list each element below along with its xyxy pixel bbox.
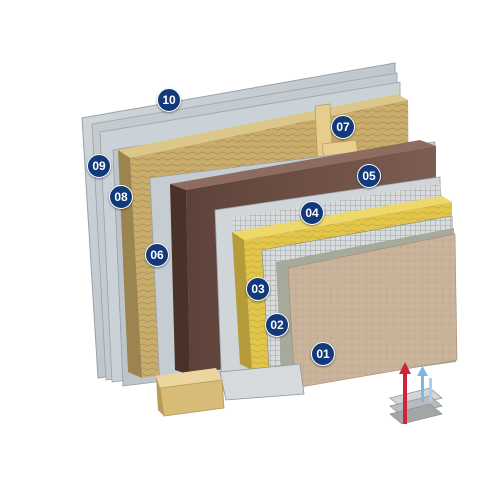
callout-02: 02 bbox=[265, 313, 289, 337]
callout-03: 03 bbox=[246, 277, 270, 301]
callout-01: 01 bbox=[311, 342, 335, 366]
callout-09: 09 bbox=[87, 154, 111, 178]
sole-plate-top bbox=[156, 368, 222, 388]
callout-08: 08 bbox=[109, 185, 133, 209]
layer-05-fibre-top bbox=[170, 140, 436, 190]
layer-03-wool-side bbox=[232, 232, 252, 370]
layer-07-wool-top bbox=[118, 94, 408, 158]
callout-10: 10 bbox=[157, 88, 181, 112]
callout-06: 06 bbox=[145, 243, 169, 267]
layer-04-mesh-top bbox=[232, 184, 442, 232]
base-profile bbox=[219, 363, 305, 401]
callout-05: 05 bbox=[357, 164, 381, 188]
callout-07: 07 bbox=[331, 115, 355, 139]
callout-04: 04 bbox=[300, 201, 324, 225]
sole-plate-front bbox=[159, 379, 225, 417]
sole-plate-end bbox=[156, 376, 164, 416]
layer-03-wool-top bbox=[232, 196, 452, 240]
vapour-diffusion-icon bbox=[389, 362, 443, 425]
layer-05-fibre-side bbox=[170, 184, 190, 375]
